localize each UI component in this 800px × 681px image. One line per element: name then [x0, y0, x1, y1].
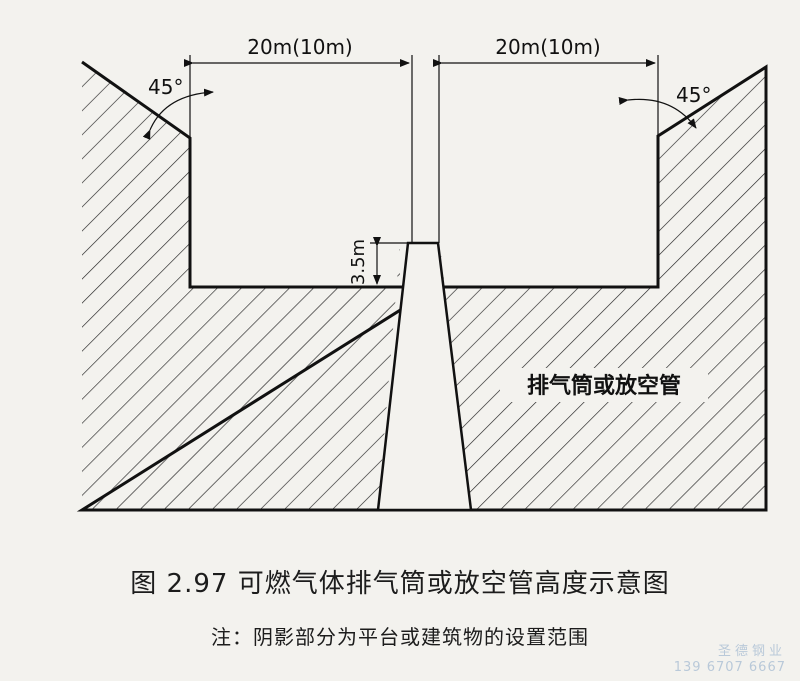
- hatched-zone: [82, 62, 400, 510]
- angle-arc-right: [618, 97, 697, 129]
- figure-caption: 图 2.97 可燃气体排气筒或放空管高度示意图: [130, 569, 670, 599]
- height-label: 3.5m: [348, 239, 369, 285]
- stack-label: 排气筒或放空管: [527, 373, 681, 399]
- dimension-label-right: 20m(10m): [495, 35, 600, 59]
- angle-label-right: 45°: [676, 83, 711, 107]
- angle-label-left: 45°: [148, 75, 183, 99]
- stack-height-diagram: 20m(10m) 20m(10m) 3.5m 45° 45° 排气筒或放空管: [76, 35, 768, 512]
- zone-boundary: [76, 60, 768, 512]
- angle-arc-left: [142, 88, 214, 140]
- watermark-phone: 139 6707 6667: [673, 660, 786, 675]
- exhaust-stack: [376, 241, 473, 512]
- dimension-label-left: 20m(10m): [247, 35, 352, 59]
- stack-label-background: [500, 368, 708, 402]
- watermark-name: 圣德钢业: [717, 644, 786, 659]
- figure-note: 注：阴影部分为平台或建筑物的设置范围: [211, 625, 589, 649]
